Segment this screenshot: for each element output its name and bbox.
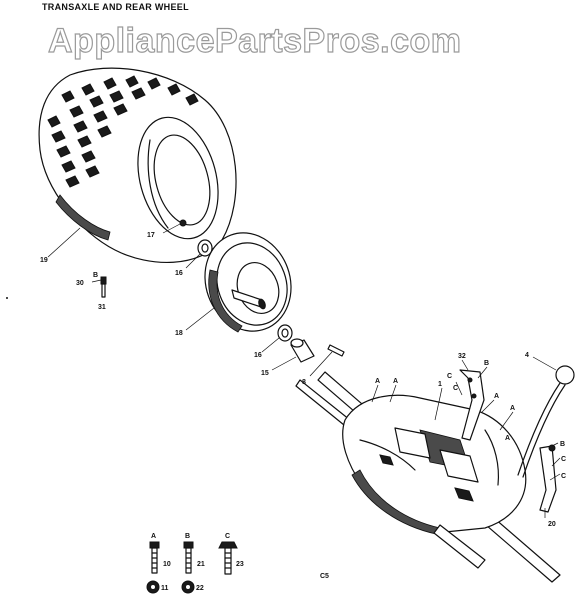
rear-tire[interactable] xyxy=(38,67,237,264)
hardware-nut-11[interactable] xyxy=(146,580,160,594)
tire-tread-pattern xyxy=(47,75,199,241)
diagram-title: TRANSAXLE AND REAR WHEEL xyxy=(42,2,189,12)
page-code: C5 xyxy=(320,573,329,580)
hardware-bolt-a[interactable] xyxy=(149,541,160,574)
hardware-nut-22[interactable] xyxy=(181,580,195,594)
callout-15: 15 xyxy=(261,370,269,377)
callout-20: 20 xyxy=(548,521,556,528)
hardware-bolt-b[interactable] xyxy=(183,541,194,574)
transaxle-assembly[interactable] xyxy=(295,369,566,583)
callout-16-lower: 16 xyxy=(254,352,262,359)
callout-letter-a-5: A xyxy=(505,435,510,442)
callout-letter-c-4: C xyxy=(453,385,458,392)
callout-letter-c-3: C xyxy=(561,473,566,480)
callout-22: 22 xyxy=(196,585,204,592)
callout-letter-a-2: A xyxy=(393,378,398,385)
hardware-label-a: A xyxy=(151,533,156,540)
callout-10: 10 xyxy=(163,561,171,568)
callout-4: 4 xyxy=(525,352,529,359)
callout-letter-a-3: A xyxy=(494,393,499,400)
hardware-label-c: C xyxy=(225,533,230,540)
washer-lower[interactable] xyxy=(261,324,293,353)
bolt-30-31[interactable] xyxy=(91,276,107,298)
callout-letter-b-1: B xyxy=(484,360,489,367)
callout-32: 32 xyxy=(458,353,466,360)
wheel-rim[interactable] xyxy=(191,221,304,344)
axle-spacer[interactable] xyxy=(271,338,315,371)
callout-17: 17 xyxy=(147,232,155,239)
callout-letter-b-2: B xyxy=(560,441,565,448)
callout-letter-a-4: A xyxy=(510,405,515,412)
registration-dot xyxy=(6,297,8,299)
callout-23: 23 xyxy=(236,561,244,568)
callout-b-30: B xyxy=(93,272,98,279)
hardware-label-b: B xyxy=(185,533,190,540)
callout-18: 18 xyxy=(175,330,183,337)
shift-knob[interactable] xyxy=(532,356,575,385)
callout-8: 8 xyxy=(302,379,306,386)
valve-stem[interactable] xyxy=(162,219,187,234)
callout-16-upper: 16 xyxy=(175,270,183,277)
washer-upper[interactable] xyxy=(185,239,213,269)
watermark-text: AppliancePartsPros.com xyxy=(47,21,462,60)
callout-19: 19 xyxy=(40,257,48,264)
axle-key[interactable] xyxy=(309,344,345,377)
callout-11: 11 xyxy=(161,585,169,592)
callout-30: 30 xyxy=(76,280,84,287)
callout-21: 21 xyxy=(197,561,205,568)
hardware-bolt-c[interactable] xyxy=(218,541,238,575)
leader-lines xyxy=(371,359,561,518)
callout-1: 1 xyxy=(438,381,442,388)
callout-letter-c-2: C xyxy=(561,456,566,463)
callout-labels: 19 17 16 30 B 31 18 16 15 8 32 4 1 20 A … xyxy=(40,232,566,592)
callout-letter-c-1: C xyxy=(447,373,452,380)
callout-31: 31 xyxy=(98,304,106,311)
callout-letter-a-1: A xyxy=(375,378,380,385)
